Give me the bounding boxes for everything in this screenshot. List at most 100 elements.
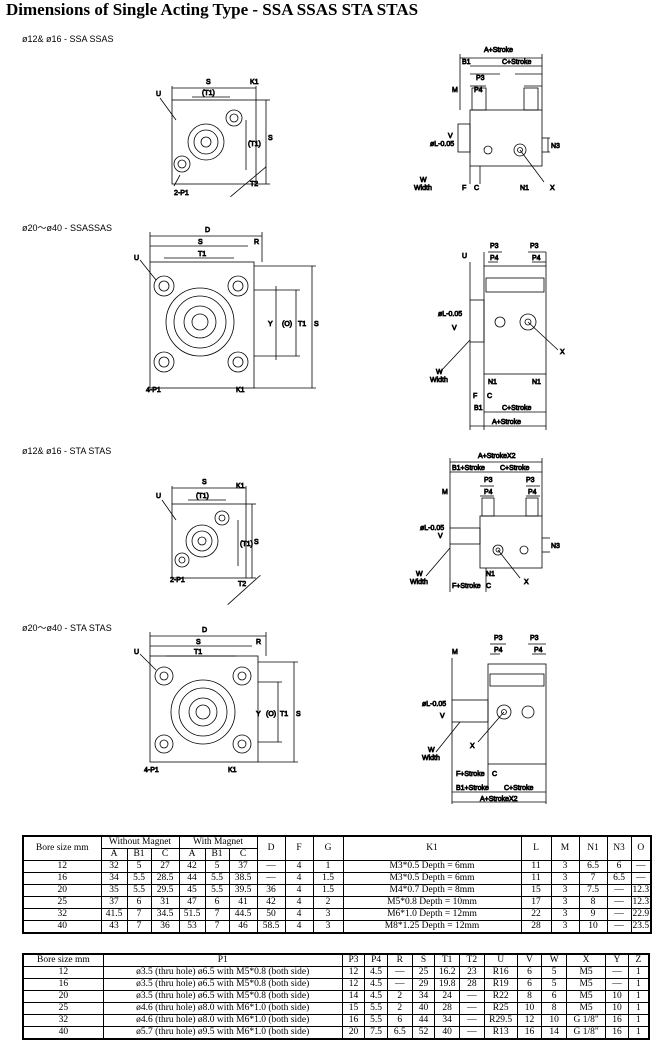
lbl-s3-N1: N1 [486,571,495,578]
table-header-cell: P3 [341,953,366,967]
lbl-s4-X: X [470,743,475,750]
table-cell: 5.5 [364,1002,388,1015]
table-cell: M5*0.8 Depth = 10mm [342,896,522,909]
th-A-nomag: A [100,848,128,861]
lbl-s4-T1v: T1 [280,711,288,718]
lbl-s4-4P1: 4-P1 [144,767,159,774]
table-cell: 25 [21,1002,104,1015]
table-cell: 27 [150,860,180,873]
table-cell: 4 [284,872,314,885]
lbl-s2-D: D [205,227,210,234]
table-cell: 46 [228,920,258,934]
table-cell: 7 [204,920,230,934]
table-cell: 16 [605,1026,629,1040]
lbl-s4-P4b: P4 [534,647,543,654]
table-cell: G 1/8" [566,1026,607,1040]
table-cell: — [605,978,629,991]
table-cell: 40 [411,1002,436,1015]
table-header-cell: P4 [364,953,388,967]
table-cell: 14 [541,1026,568,1040]
section-label-1: ø12& ø16 - SSA SSAS [22,34,114,44]
table-cell: 8 [516,990,543,1003]
table-cell: 12 [341,978,366,991]
table-cell: 40 [22,920,102,934]
table-cell: — [606,908,632,921]
lbl-s4-AStrokeX2: A+StrokeX2 [480,796,518,803]
table-cell: 7.5 [578,884,608,897]
table-cell: 44 [411,1014,436,1027]
lbl-s3-K1: K1 [236,483,245,490]
lbl-s2-L: øL-0.05 [438,311,462,318]
table-cell: 41 [228,896,258,909]
table-cell: — [256,860,286,873]
lbl-s3-P3b: P3 [526,477,535,484]
table-cell: 3 [550,860,580,873]
lbl-s4-S: S [196,639,201,646]
table-cell: 4 [284,884,314,897]
table-cell: 53 [178,920,206,934]
table-cell: — [458,1026,485,1040]
lbl-s1-C: C [474,185,479,192]
lbl-s2-P4a: P4 [490,255,499,262]
table-cell: 5.5 [126,872,152,885]
table-cell: 1 [627,966,650,979]
lbl-s4-P3b: P3 [530,635,539,642]
lbl-s3-FStroke: F+Stroke [452,583,481,590]
lbl-s4-CStroke: C+Stroke [504,785,533,792]
lbl-s2-K1: K1 [236,387,245,394]
lbl-s1-Width: Width [414,185,432,192]
table-cell: — [458,1014,485,1027]
table-cell: 1.5 [312,872,344,885]
table-cell: 40 [21,1026,104,1040]
lbl-s3-T1v: (T1) [240,541,253,548]
table-cell: 38.5 [228,872,258,885]
table-cell: 28 [434,1002,460,1015]
lbl-s1-U: U [156,91,161,98]
table-cell: 37 [100,896,128,909]
th-N3: N3 [606,835,632,861]
lbl-s1-X: X [550,185,555,192]
table-cell: 3 [550,884,580,897]
table-cell: 3 [312,908,344,921]
table-cell: 41.5 [100,908,128,921]
table-cell: 16 [516,1026,543,1040]
drawing-sta-small-side [425,458,550,592]
table-cell: 6 [204,896,230,909]
table-header-cell: P1 [102,953,343,967]
table-cell: — [630,872,652,885]
table-cell: M5 [566,978,607,991]
lbl-s2-F: F [473,393,477,400]
table-cell: 11 [520,860,552,873]
table-cell: 1 [627,1002,650,1015]
table-cell: 10 [605,990,629,1003]
table-cell: 8 [578,896,608,909]
lbl-s3-2P1: 2-P1 [170,577,185,584]
lbl-s4-Y: Y [256,711,261,718]
lbl-s3-M: M [442,489,448,496]
table-cell: 12 [22,860,102,873]
table-header-cell: R [386,953,413,967]
table-cell: 3 [550,908,580,921]
lbl-s2-T1: T1 [198,251,206,258]
table-cell: 3 [312,920,344,934]
table-cell: 2 [386,990,413,1003]
table-cell: 16.2 [434,966,460,979]
table-cell: 6 [541,990,568,1003]
table-cell: 16 [341,1014,366,1027]
table-cell: 22 [520,908,552,921]
lbl-s3-T2: T2 [238,581,246,588]
table-cell: — [386,978,413,991]
table-cell: 5 [204,860,230,873]
lbl-s4-L: øL-0.05 [422,701,446,708]
table-cell: 23 [458,966,485,979]
th-K1: K1 [342,835,522,861]
table-cell: — [605,966,629,979]
table-cell: 32 [22,908,102,921]
lbl-s2-U: U [462,253,467,260]
